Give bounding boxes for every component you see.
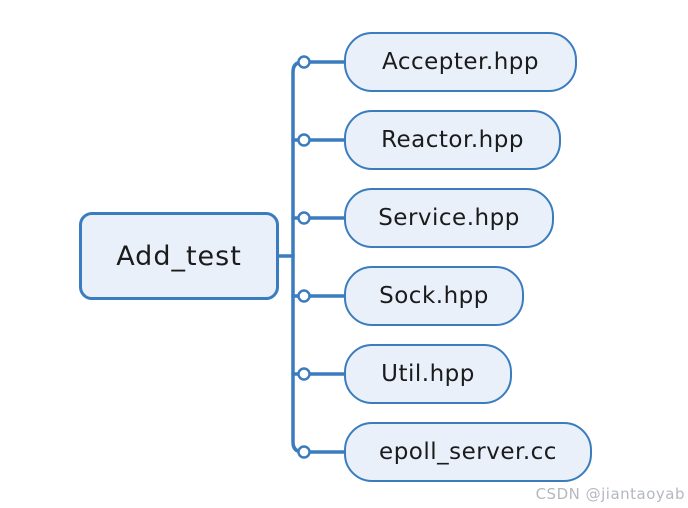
node-add-test[interactable]: Add_test <box>79 212 279 300</box>
node-label: Sock.hpp <box>379 283 489 309</box>
node-reactor-hpp[interactable]: Reactor.hpp <box>344 110 561 170</box>
node-label: epoll_server.cc <box>379 439 557 465</box>
connector-dot <box>297 289 311 303</box>
node-epoll-server-cc[interactable]: epoll_server.cc <box>344 422 592 482</box>
trunk-line <box>291 60 346 454</box>
node-label: Accepter.hpp <box>382 49 539 75</box>
node-accepter-hpp[interactable]: Accepter.hpp <box>344 32 577 92</box>
node-service-hpp[interactable]: Service.hpp <box>344 188 554 248</box>
node-sock-hpp[interactable]: Sock.hpp <box>344 266 524 326</box>
connector-dot <box>297 367 311 381</box>
node-label: Reactor.hpp <box>381 127 524 153</box>
connector-dot <box>297 211 311 225</box>
watermark: CSDN @jiantaoyab <box>535 485 685 503</box>
connector-dot <box>297 133 311 147</box>
node-util-hpp[interactable]: Util.hpp <box>344 344 512 404</box>
connector-dot <box>297 445 311 459</box>
node-label: Util.hpp <box>381 361 475 387</box>
node-label: Service.hpp <box>378 205 520 231</box>
connector-dot <box>297 55 311 69</box>
node-label: Add_test <box>116 240 242 272</box>
